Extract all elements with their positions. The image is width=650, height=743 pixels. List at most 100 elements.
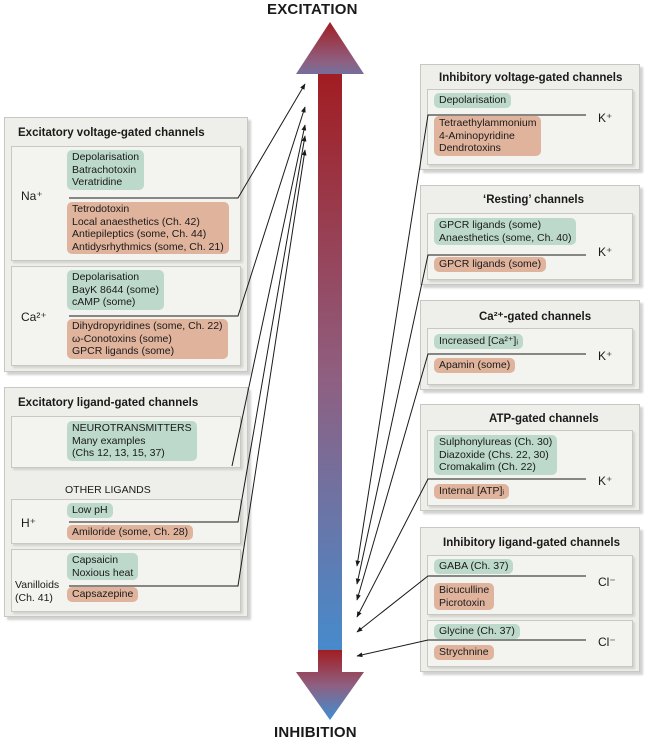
list-item: Many examples bbox=[72, 434, 146, 447]
katp-openers: Sulphonylureas (Ch. 30) Diazoxide (Chs. … bbox=[434, 435, 558, 475]
list-item: Tetrodotoxin bbox=[72, 203, 130, 215]
list-item: Cromakalim (Ch. 22) bbox=[439, 461, 536, 473]
gaba-blockers: Bicuculline Picrotoxin bbox=[434, 583, 495, 610]
resting-channels-panel: ‘Resting’ channels GPCR ligands (some) A… bbox=[420, 185, 640, 285]
list-item: GPCR ligands (some) bbox=[439, 219, 542, 231]
chloride-ion-label: Cl⁻ bbox=[598, 635, 616, 649]
potassium-ion-label: K⁺ bbox=[598, 245, 613, 259]
glycine-channel-box: Glycine (Ch. 37) Strychnine Cl⁻ bbox=[427, 620, 633, 667]
panel-title: Excitatory voltage-gated channels bbox=[18, 127, 205, 139]
excitatory-voltage-gated-panel: Excitatory voltage-gated channels Na⁺ De… bbox=[4, 117, 248, 372]
kca-channel-box: Increased [Ca²⁺]ᵢ Apamin (some) K⁺ bbox=[427, 328, 633, 385]
proton-ion-label: H⁺ bbox=[21, 516, 36, 530]
vanilloid-activators: Capsaicin Noxious heat bbox=[67, 553, 139, 580]
inhibition-label: INHIBITION bbox=[274, 724, 357, 741]
vanilloid-channel-box: Vanilloids (Ch. 41) Capsaicin Noxious he… bbox=[11, 549, 241, 612]
list-item: Amiloride (some, Ch. 28) bbox=[72, 526, 189, 538]
proton-channel-box: H⁺ Low pH Amiloride (some, Ch. 28) bbox=[11, 499, 241, 544]
list-item: Noxious heat bbox=[72, 566, 134, 579]
list-item: (Chs 12, 13, 15, 37) bbox=[72, 447, 165, 459]
neurotransmitter-ligands: NEUROTRANSMITTERS Many examples (Chs 12,… bbox=[67, 421, 197, 461]
kv-channel-box: Depolarisation Tetraethylammonium 4-Amin… bbox=[427, 89, 633, 165]
glycine-blockers: Strychnine bbox=[434, 645, 494, 660]
katp-blockers: Internal [ATP]ᵢ bbox=[434, 484, 510, 499]
neurotransmitter-box: NEUROTRANSMITTERS Many examples (Chs 12,… bbox=[11, 416, 241, 468]
panel-title: ATP-gated channels bbox=[489, 413, 599, 425]
proton-activators: Low pH bbox=[67, 503, 113, 518]
list-item: Dihydropyridines (some, Ch. 22) bbox=[72, 320, 223, 332]
panel-title: Ca²⁺-gated channels bbox=[479, 311, 592, 323]
other-ligands-label: OTHER LIGANDS bbox=[65, 484, 151, 496]
panel-title: Inhibitory ligand-gated channels bbox=[443, 537, 620, 549]
vanilloid-blockers: Capsazepine bbox=[67, 587, 139, 602]
potassium-ion-label: K⁺ bbox=[598, 474, 613, 488]
list-item: Antiepileptics (some, Ch. 44) bbox=[72, 228, 207, 240]
list-item: Antidysrhythmics (some, Ch. 21) bbox=[72, 240, 224, 253]
list-item: Anaesthetics (some, Ch. 40) bbox=[439, 231, 572, 244]
calcium-blockers: Dihydropyridines (some, Ch. 22) ω-Conoto… bbox=[67, 319, 228, 359]
list-item: Sulphonylureas (Ch. 30) bbox=[439, 436, 553, 448]
list-item: Capsazepine bbox=[72, 588, 134, 600]
list-item: Veratridine bbox=[72, 176, 123, 188]
excitation-label: EXCITATION bbox=[267, 1, 358, 18]
excitation-inhibition-axis bbox=[296, 22, 364, 720]
kca-blockers: Apamin (some) bbox=[434, 358, 516, 373]
list-item: Internal [ATP]ᵢ bbox=[439, 485, 505, 497]
list-item: Depolarisation bbox=[439, 94, 507, 106]
axis-shaft bbox=[318, 74, 342, 678]
list-item: Dendrotoxins bbox=[439, 142, 501, 154]
potassium-ion-label: K⁺ bbox=[598, 111, 613, 125]
kca-openers: Increased [Ca²⁺]ᵢ bbox=[434, 334, 523, 349]
list-item: Capsaicin bbox=[72, 554, 119, 566]
list-item: GPCR ligands (some) bbox=[439, 258, 542, 270]
list-item: Diazoxide (Chs. 22, 30) bbox=[439, 448, 549, 461]
list-item: Bicuculline bbox=[439, 584, 490, 596]
kv-blockers: Tetraethylammonium 4-Aminopyridine Dendr… bbox=[434, 116, 542, 156]
list-item: BayK 8644 (some) bbox=[72, 283, 159, 296]
excitatory-ligand-gated-panel: Excitatory ligand-gated channels NEUROTR… bbox=[4, 387, 248, 617]
calcium-gated-panel: Ca²⁺-gated channels Increased [Ca²⁺]ᵢ Ap… bbox=[420, 300, 640, 390]
list-item: Picrotoxin bbox=[439, 596, 486, 609]
list-item: GABA (Ch. 37) bbox=[439, 560, 509, 572]
chloride-ion-label: Cl⁻ bbox=[598, 575, 616, 589]
list-item: Apamin (some) bbox=[439, 359, 511, 371]
sodium-channel-box: Na⁺ Depolarisation Batrachotoxin Veratri… bbox=[11, 146, 241, 261]
calcium-channel-box: Ca²⁺ Depolarisation BayK 8644 (some) cAM… bbox=[11, 266, 241, 366]
list-item: cAMP (some) bbox=[72, 296, 136, 308]
inhibitory-ligand-gated-panel: Inhibitory ligand-gated channels GABA (C… bbox=[420, 527, 640, 672]
sodium-ion-label: Na⁺ bbox=[21, 189, 43, 203]
list-item: Low pH bbox=[72, 504, 108, 516]
list-item: ω-Conotoxins (some) bbox=[72, 332, 172, 345]
axis-arrow-down bbox=[296, 650, 364, 720]
resting-openers: GPCR ligands (some) Anaesthetics (some, … bbox=[434, 218, 577, 245]
glycine-openers: Glycine (Ch. 37) bbox=[434, 624, 520, 639]
resting-channel-box: GPCR ligands (some) Anaesthetics (some, … bbox=[427, 213, 633, 280]
list-item: GPCR ligands (some) bbox=[72, 345, 175, 357]
list-item: Tetraethylammonium bbox=[439, 117, 537, 129]
vanilloid-label: Vanilloids (Ch. 41) bbox=[15, 579, 60, 604]
list-item: Glycine (Ch. 37) bbox=[439, 625, 515, 637]
list-item: Depolarisation bbox=[72, 151, 140, 163]
list-item: NEUROTRANSMITTERS bbox=[72, 422, 192, 434]
list-item: 4-Aminopyridine bbox=[439, 129, 515, 142]
katp-channel-box: Sulphonylureas (Ch. 30) Diazoxide (Chs. … bbox=[427, 430, 633, 506]
list-item: Strychnine bbox=[439, 646, 489, 658]
kv-openers: Depolarisation bbox=[434, 93, 512, 108]
proton-blockers: Amiloride (some, Ch. 28) bbox=[67, 525, 194, 540]
atp-gated-panel: ATP-gated channels Sulphonylureas (Ch. 3… bbox=[420, 404, 640, 511]
calcium-ion-label: Ca²⁺ bbox=[21, 310, 47, 324]
gaba-channel-box: GABA (Ch. 37) Bicuculline Picrotoxin Cl⁻ bbox=[427, 555, 633, 615]
panel-title: Excitatory ligand-gated channels bbox=[18, 397, 199, 409]
sodium-activators: Depolarisation Batrachotoxin Veratridine bbox=[67, 150, 145, 190]
panel-title: ‘Resting’ channels bbox=[483, 194, 584, 206]
calcium-activators: Depolarisation BayK 8644 (some) cAMP (so… bbox=[67, 270, 164, 310]
list-item: Local anaesthetics (Ch. 42) bbox=[72, 215, 200, 228]
panel-title: Inhibitory voltage-gated channels bbox=[439, 72, 623, 84]
list-item: Batrachotoxin bbox=[72, 163, 137, 176]
gaba-openers: GABA (Ch. 37) bbox=[434, 559, 514, 574]
list-item: Increased [Ca²⁺]ᵢ bbox=[439, 335, 518, 347]
resting-blockers: GPCR ligands (some) bbox=[434, 257, 547, 272]
list-item: Depolarisation bbox=[72, 271, 140, 283]
potassium-ion-label: K⁺ bbox=[598, 349, 613, 363]
sodium-blockers: Tetrodotoxin Local anaesthetics (Ch. 42)… bbox=[67, 202, 229, 254]
